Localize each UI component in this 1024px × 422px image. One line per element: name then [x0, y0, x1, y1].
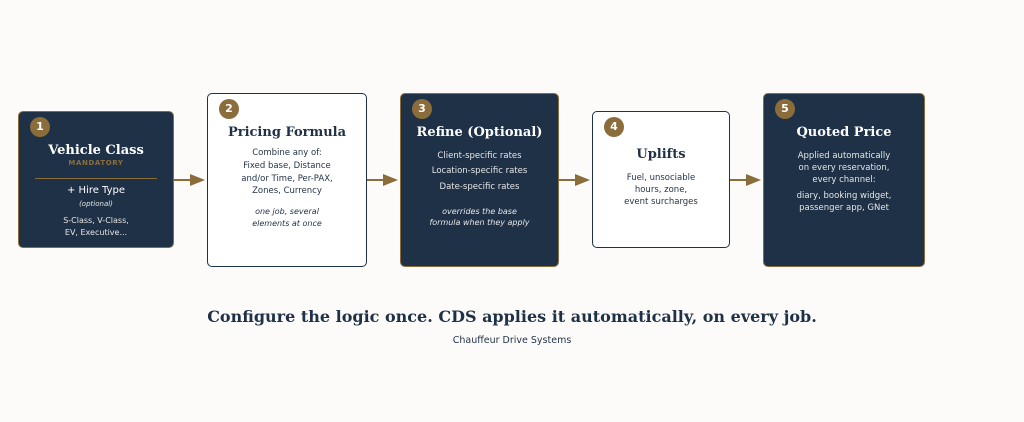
step-3-refine: 3 Refine (Optional) Client-specific rate… [400, 93, 559, 267]
step-line: and/or Time, Per-PAX, [241, 174, 333, 184]
hire-type-label: + Hire Type [66, 185, 126, 196]
step-number-badge: 3 [412, 99, 432, 119]
step-1-vehicle-class: 1 Vehicle Class MANDATORY + Hire Type (o… [18, 111, 174, 248]
step-note: one job, several [255, 207, 319, 216]
step-line: passenger app, GNet [799, 203, 889, 213]
step-title: Pricing Formula [227, 125, 347, 140]
step-number-badge: 1 [30, 117, 50, 137]
step-2-pricing-formula: 2 Pricing Formula Combine any of: Fixed … [207, 93, 367, 267]
flow-arrow [559, 174, 590, 186]
mandatory-tag: MANDATORY [68, 159, 124, 167]
step-title: Vehicle Class [48, 143, 144, 158]
step-line: Location-specific rates [431, 166, 528, 176]
flow-arrow [367, 174, 398, 186]
step-line: Client-specific rates [437, 151, 522, 161]
flow-arrow [174, 174, 205, 186]
step-line: every channel: [812, 175, 876, 185]
step-line: event surcharges [624, 197, 698, 207]
step-line: on every reservation, [798, 163, 890, 173]
divider [35, 178, 157, 179]
step-title: Refine (Optional) [416, 125, 543, 140]
step-note: elements at once [252, 219, 322, 228]
step-line: hours, zone, [634, 185, 688, 195]
step-title: Uplifts [636, 147, 686, 162]
step-line: S-Class, V-Class, [63, 216, 129, 225]
step-title: Quoted Price [796, 125, 892, 140]
step-note: overrides the base [442, 207, 517, 216]
step-line: Zones, Currency [252, 186, 322, 196]
footer-headline: Configure the logic once. CDS applies it… [207, 307, 817, 326]
flow-arrow [730, 174, 761, 186]
optional-note: (optional) [79, 200, 113, 208]
step-line: Fuel, unsociable [626, 173, 696, 183]
step-5-quoted-price: 5 Quoted Price Applied automatically on … [763, 93, 925, 267]
step-number-badge: 5 [775, 99, 795, 119]
step-line: diary, booking widget, [796, 191, 892, 201]
step-note: formula when they apply [429, 218, 530, 227]
step-4-uplifts: 4 Uplifts Fuel, unsociable hours, zone, … [592, 111, 730, 248]
step-line: EV, Executive... [64, 228, 128, 237]
footer-brand: Chauffeur Drive Systems [452, 335, 572, 346]
step-number-badge: 2 [219, 99, 239, 119]
step-line: Applied automatically [797, 151, 891, 161]
step-line: Date-specific rates [439, 182, 520, 192]
step-line: Combine any of: [252, 148, 322, 158]
step-number-badge: 4 [604, 117, 624, 137]
step-line: Fixed base, Distance [243, 161, 331, 171]
